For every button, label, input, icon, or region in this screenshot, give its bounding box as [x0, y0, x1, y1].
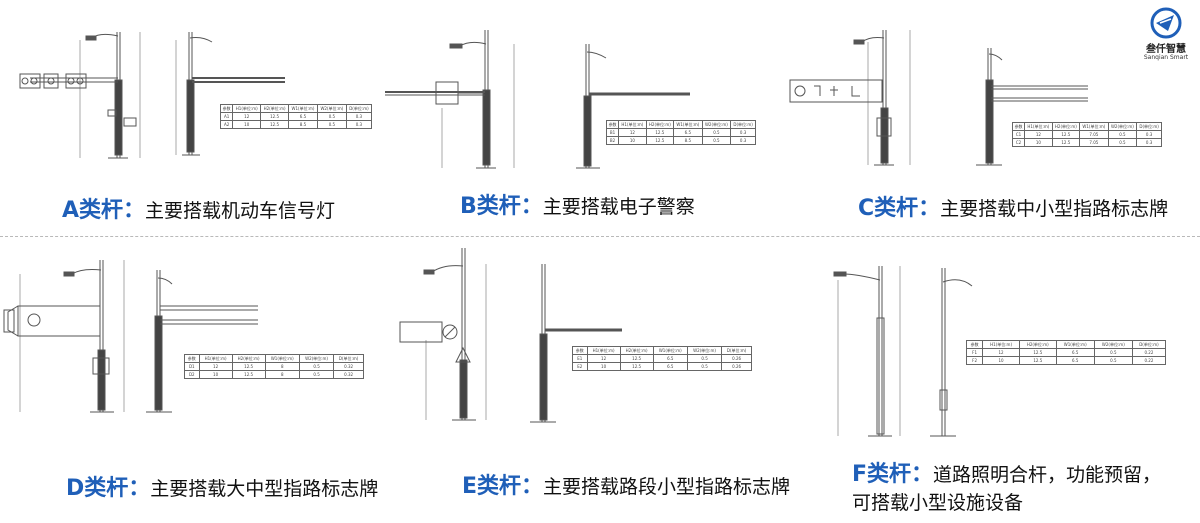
caption-e-code: E类杆 — [462, 474, 522, 499]
pole-c-drawing — [789, 30, 1088, 166]
logo-emblem-icon — [1150, 7, 1182, 39]
caption-f-code: F类杆 — [852, 462, 912, 487]
caption-b-code: B类杆 — [460, 194, 521, 219]
caption-b: B类杆：主要搭载电子警察 — [460, 194, 695, 219]
pole-f-drawing — [833, 266, 973, 437]
caption-f: F类杆：道路照明合杆，功能预留， 可搭载小型设施设备 — [852, 462, 1162, 514]
caption-c: C类杆：主要搭载中小型指路标志牌 — [858, 196, 1169, 221]
caption-a-desc: 主要搭载机动车信号灯 — [145, 200, 336, 222]
caption-c-desc: 主要搭载中小型指路标志牌 — [940, 198, 1169, 220]
caption-d-desc: 主要搭载大中型指路标志牌 — [150, 478, 379, 500]
caption-e: E类杆：主要搭载路段小型指路标志牌 — [462, 474, 791, 499]
logo-subtitle: Sanqian Smart — [1143, 54, 1189, 61]
pole-e-drawing — [399, 248, 622, 423]
caption-f-desc-line2: 可搭载小型设施设备 — [852, 492, 1024, 514]
caption-d-code: D类杆 — [66, 476, 129, 501]
caption-b-desc: 主要搭载电子警察 — [542, 196, 695, 218]
pole-b-drawing — [385, 30, 690, 169]
caption-a: A类杆：主要搭载机动车信号灯 — [62, 198, 336, 223]
caption-d: D类杆：主要搭载大中型指路标志牌 — [66, 476, 379, 501]
caption-e-desc: 主要搭载路段小型指路标志牌 — [543, 476, 791, 498]
caption-a-code: A类杆 — [62, 198, 124, 223]
pole-d-drawing — [3, 260, 258, 413]
logo-name: 叁仟智慧 — [1146, 44, 1186, 55]
company-logo: 叁仟智慧 Sanqian Smart — [1138, 6, 1194, 70]
caption-f-desc: 道路照明合杆，功能预留， — [933, 464, 1162, 486]
pole-a-drawing — [19, 32, 285, 159]
caption-c-code: C类杆 — [858, 196, 919, 221]
section-divider — [0, 236, 1200, 237]
